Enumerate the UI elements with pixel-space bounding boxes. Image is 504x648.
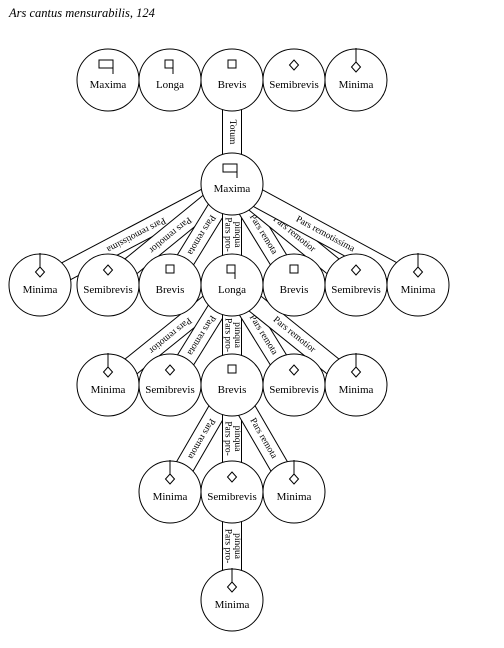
- node-label: Minima: [277, 491, 312, 503]
- semibrevis-note-icon: [288, 364, 300, 376]
- node-label: Brevis: [280, 284, 309, 296]
- brevis-note-icon: [289, 264, 299, 274]
- longa-note-icon: [226, 264, 236, 279]
- node-label: Semibrevis: [207, 491, 257, 503]
- node-l4-brevis: Brevis: [200, 353, 264, 417]
- minima-note-icon: [350, 353, 362, 378]
- node-l3-minima-l: Minima: [8, 253, 72, 317]
- node-label: Brevis: [218, 79, 247, 91]
- node-top-brevis: Brevis: [200, 48, 264, 112]
- minima-note-icon: [412, 253, 424, 278]
- node-l5-minima-l: Minima: [138, 460, 202, 524]
- node-l3-semibrevis-r: Semibrevis: [324, 253, 388, 317]
- node-label: Maxima: [90, 79, 127, 91]
- node-l4-minima-r: Minima: [324, 353, 388, 417]
- brevis-note-icon: [227, 59, 237, 69]
- node-label: Minima: [339, 79, 374, 91]
- page-title: Ars cantus mensurabilis, 124: [9, 6, 155, 20]
- minima-note-icon: [34, 253, 46, 278]
- node-label: Brevis: [218, 384, 247, 396]
- semibrevis-note-icon: [350, 264, 362, 276]
- link-label: Pars pro-: [222, 529, 232, 564]
- node-label: Semibrevis: [269, 384, 319, 396]
- link-label: Pars pro-: [222, 318, 232, 352]
- node-label: Semibrevis: [269, 79, 319, 91]
- node-circle: [200, 152, 264, 216]
- node-label: Minima: [401, 284, 436, 296]
- node-label: Brevis: [156, 284, 185, 296]
- node-label: Minima: [215, 599, 250, 611]
- minima-note-icon: [226, 568, 238, 593]
- link-label: pinqua: [232, 222, 242, 249]
- minima-note-icon: [350, 48, 362, 73]
- node-label: Semibrevis: [145, 384, 195, 396]
- link-label: Totum: [227, 120, 237, 145]
- node-l4-semibrevis-l: Semibrevis: [138, 353, 202, 417]
- node-l5-semibrevis: Semibrevis: [200, 460, 264, 524]
- minima-note-icon: [164, 460, 176, 485]
- minima-note-icon: [102, 353, 114, 378]
- node-l4-semibrevis-r: Semibrevis: [262, 353, 326, 417]
- node-label: Semibrevis: [331, 284, 381, 296]
- node-label: Minima: [153, 491, 188, 503]
- link-label: Pars pro-: [222, 421, 232, 456]
- maxima-note-icon: [98, 59, 114, 74]
- node-l3-semibrevis-l: Semibrevis: [76, 253, 140, 317]
- node-l5-minima-r: Minima: [262, 460, 326, 524]
- node-top-longa: Longa: [138, 48, 202, 112]
- node-l3-longa: Longa: [200, 253, 264, 317]
- node-label: Maxima: [214, 183, 251, 195]
- node-label: Minima: [339, 384, 374, 396]
- node-label: Longa: [218, 284, 246, 296]
- semibrevis-note-icon: [164, 364, 176, 376]
- node-l4-minima-l: Minima: [76, 353, 140, 417]
- link-label: pinqua: [232, 533, 242, 560]
- maxima-note-icon: [222, 163, 238, 178]
- minima-note-icon: [288, 460, 300, 485]
- node-label: Minima: [23, 284, 58, 296]
- node-l6-minima: Minima: [200, 568, 264, 632]
- node-l3-brevis-l: Brevis: [138, 253, 202, 317]
- link-label: pinqua: [232, 322, 242, 349]
- node-top-semibrevis: Semibrevis: [262, 48, 326, 112]
- brevis-note-icon: [165, 264, 175, 274]
- semibrevis-note-icon: [288, 59, 300, 71]
- node-label: Minima: [91, 384, 126, 396]
- semibrevis-note-icon: [102, 264, 114, 276]
- node-top-minima: Minima: [324, 48, 388, 112]
- node-top-maxima: Maxima: [76, 48, 140, 112]
- node-label: Semibrevis: [83, 284, 133, 296]
- node-l3-brevis-r: Brevis: [262, 253, 326, 317]
- node-label: Longa: [156, 79, 184, 91]
- link-label: Pars pro-: [222, 217, 232, 252]
- brevis-note-icon: [227, 364, 237, 374]
- node-l2-maxima: Maxima: [200, 152, 264, 216]
- link-label: pinqua: [232, 426, 242, 453]
- longa-note-icon: [164, 59, 174, 74]
- node-l3-minima-r: Minima: [386, 253, 450, 317]
- semibrevis-note-icon: [226, 471, 238, 483]
